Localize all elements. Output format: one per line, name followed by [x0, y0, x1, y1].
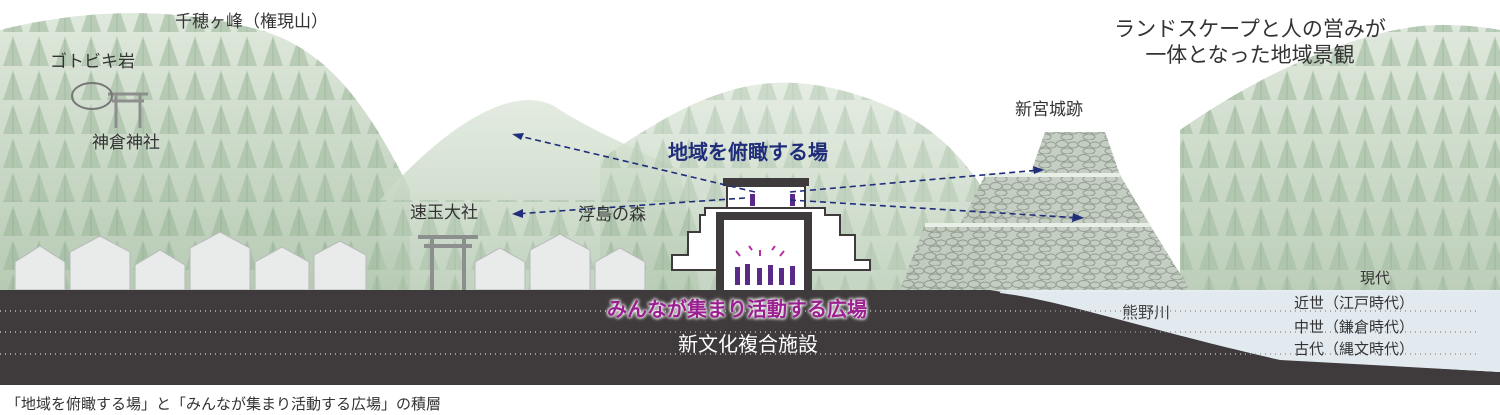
river-label: 熊野川 — [1122, 303, 1171, 322]
facility-building — [671, 178, 871, 291]
kamikura-shrine-label: 神倉神社 — [92, 133, 160, 153]
gotobiki-rock — [71, 82, 113, 110]
castle-terrace-2 — [960, 175, 1150, 225]
figure-caption: 「地域を俯瞰する場」と「みんなが集まり活動する広場」の積層 — [6, 395, 442, 413]
era-modern: 現代 — [1359, 269, 1390, 287]
era-early-modern: 近世（江戸時代） — [1293, 294, 1414, 312]
torii-kamikura — [108, 92, 148, 128]
lower-layer-label: みんなが集まり活動する広場 — [607, 297, 867, 321]
mountain-peak-label: 千穂ヶ峰（権現山） — [175, 12, 328, 32]
upper-layer-label: 地域を俯瞰する場 — [668, 140, 828, 164]
headline: ランドスケープと人の営みが 一体となった地域景観 — [1080, 16, 1420, 69]
mountain-right-forest — [1180, 25, 1500, 330]
ukishima-forest-label: 浮島の森 — [578, 205, 646, 225]
facility-label: 新文化複合施設 — [678, 332, 818, 356]
castle-terrace-3 — [1030, 132, 1120, 175]
ground — [0, 290, 1500, 385]
gotobiki-rock-label: ゴトビキ岩 — [50, 52, 135, 72]
era-medieval: 中世（鎌倉時代） — [1293, 318, 1414, 336]
headline-line2: 一体となった地域景観 — [1145, 43, 1355, 68]
castle-terrace-1 — [900, 225, 1190, 290]
castle-ruins-label: 新宮城跡 — [1015, 100, 1083, 120]
headline-line1: ランドスケープと人の営みが — [1114, 17, 1386, 41]
torii-hayatama — [418, 235, 478, 290]
houses-left — [14, 231, 646, 291]
hayatama-shrine-label: 速玉大社 — [410, 203, 478, 223]
era-ancient: 古代（縄文時代） — [1293, 340, 1414, 358]
